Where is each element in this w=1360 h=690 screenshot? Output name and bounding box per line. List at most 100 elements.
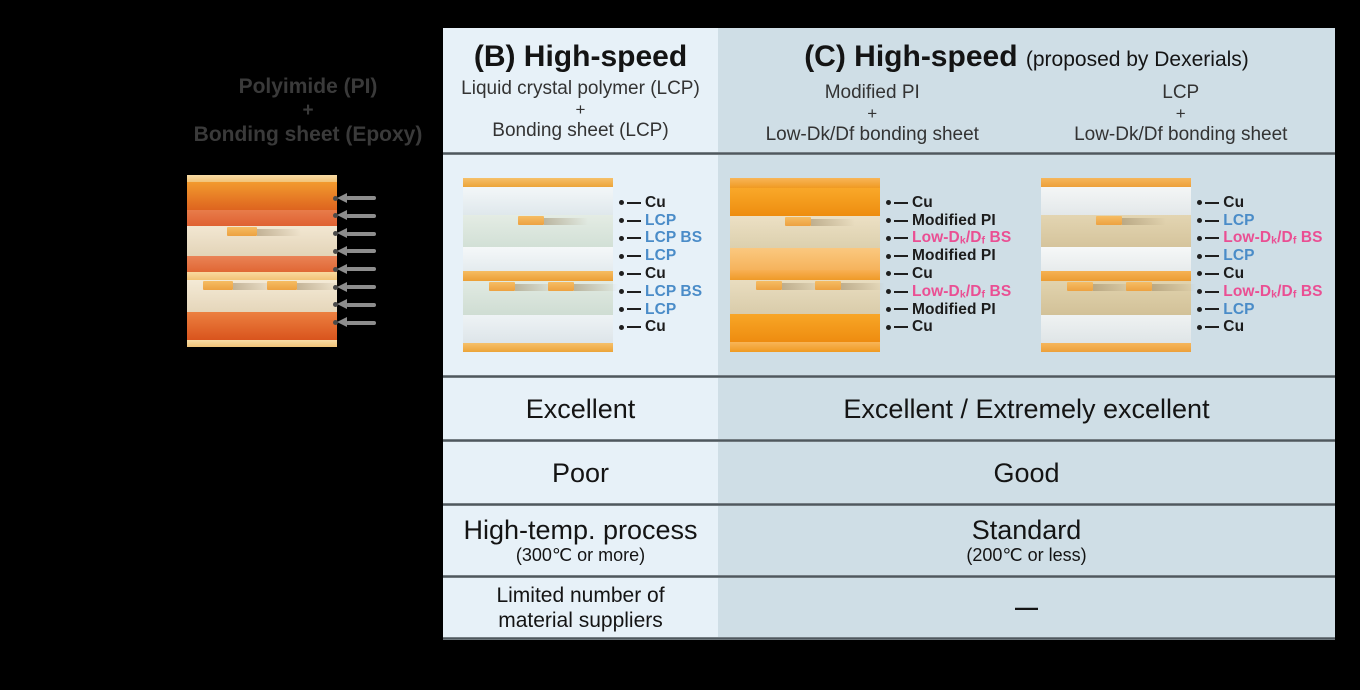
leader-dot-icon <box>886 218 891 223</box>
leader-dot-icon <box>333 195 338 201</box>
leader-dot-icon <box>886 200 891 206</box>
copper-trace <box>1096 216 1123 225</box>
trace-shadow <box>233 283 277 290</box>
material-layer <box>1041 271 1192 281</box>
row4-cell-c: — <box>718 578 1335 637</box>
copper-trace <box>548 282 574 291</box>
leader-dot-icon <box>619 271 624 277</box>
layer-pointer-arrow-icon <box>333 299 376 310</box>
trace-shadow <box>811 219 855 226</box>
layer-label: Cu <box>645 264 666 282</box>
leader-dot-icon <box>619 324 624 330</box>
trace-shadow <box>297 283 341 290</box>
leader-line <box>627 290 641 293</box>
header-cell-c: (C) High-speed (proposed by Dexerials) M… <box>718 28 1335 152</box>
layer-label-row: LCP <box>1197 212 1322 230</box>
leader-line <box>627 272 641 275</box>
header-c-title: (C) High-speed (proposed by Dexerials) <box>804 37 1249 80</box>
column-a-title: Polyimide (PI) + Bonding sheet (Epoxy) <box>148 74 468 148</box>
row2-value-b: Poor <box>551 457 610 488</box>
layer-label-row: Cu <box>619 318 702 336</box>
material-layer <box>1041 247 1192 271</box>
layer-label-row: LCP <box>619 301 702 319</box>
layer-pointer-arrow-icon <box>333 263 376 274</box>
material-layer <box>463 215 613 247</box>
leader-dot-icon <box>886 324 891 330</box>
arrowhead-icon <box>337 299 347 310</box>
leader-dot-icon <box>1197 289 1203 295</box>
leader-dot-icon <box>619 289 624 295</box>
row3-cell-c: Standard (200℃ or less) <box>718 506 1335 575</box>
leader-dot-icon <box>333 231 338 237</box>
material-layer <box>1041 178 1192 187</box>
layer-label-row: LCP BS <box>619 283 702 301</box>
layer-label-row: Cu <box>886 194 1011 212</box>
layer-stack-c2 <box>1041 178 1197 352</box>
leader-dot-icon <box>619 253 624 259</box>
material-layer <box>730 314 880 342</box>
material-layer <box>463 315 613 343</box>
header-b-title: (B) High-speed <box>473 40 688 73</box>
layer-label-row: LCP <box>1197 301 1322 319</box>
layer-label: Modified PI <box>912 211 996 229</box>
layer-label: LCP <box>1223 300 1255 318</box>
material-layer <box>187 182 337 210</box>
leader-dot-icon <box>886 289 891 295</box>
leader-dot-icon <box>886 253 891 259</box>
row4-value-c: — <box>1015 594 1038 620</box>
layer-label: LCP BS <box>645 229 703 247</box>
row1-value-b: Excellent <box>525 393 636 424</box>
layer-label: Cu <box>1223 264 1245 282</box>
column-a-title-line1: Polyimide (PI) <box>238 75 378 98</box>
subcol1-bonding: Low-Dk/Df bonding sheet <box>765 124 979 145</box>
material-layer <box>187 210 337 226</box>
leader-line <box>1205 201 1220 204</box>
material-layer <box>1041 315 1192 343</box>
row2-value-c: Good <box>993 457 1060 488</box>
arrowhead-icon <box>337 281 347 292</box>
layer-label: Cu <box>645 193 666 211</box>
header-c-subcol-1: Modified PI + Low-Dk/Df bonding sheet <box>718 81 1027 147</box>
layer-pointer-arrow-icon <box>333 245 376 256</box>
header-c-title-main: (C) High-speed <box>804 40 1018 73</box>
leader-line <box>627 255 641 258</box>
row4-value-b-line2: material suppliers <box>498 608 663 632</box>
layer-label-row: Low-Dk/Df BS <box>1197 229 1322 247</box>
leader-line <box>1205 272 1220 275</box>
leader-dot-icon <box>619 306 624 312</box>
layer-label: LCP BS <box>645 282 703 300</box>
layer-label: LCP <box>1223 211 1255 229</box>
layer-label: LCP <box>1223 247 1255 265</box>
row1-cell-c: Excellent / Extremely excellent <box>718 378 1335 439</box>
trace-shadow <box>574 284 618 291</box>
layer-label: Low-Dk/Df BS <box>1223 282 1323 301</box>
material-layer <box>730 342 880 352</box>
row-separator <box>443 152 1335 155</box>
copper-trace <box>489 282 515 291</box>
arrowhead-icon <box>337 210 347 221</box>
layer-stack-c1 <box>730 178 885 352</box>
layer-label-row: LCP BS <box>619 229 702 247</box>
layer-label: Cu <box>912 264 933 282</box>
layer-label: Cu <box>1223 318 1245 336</box>
material-layer <box>730 216 880 248</box>
layer-label: Cu <box>912 318 933 336</box>
row4-cell-b: Limited number of material suppliers <box>443 578 718 637</box>
layer-stack-a <box>187 175 341 347</box>
row-separator <box>443 575 1335 578</box>
leader-dot-icon <box>619 235 624 241</box>
leader-line <box>627 219 641 222</box>
comparison-table: (B) High-speed Liquid crystal polymer (L… <box>443 28 1335 640</box>
copper-trace <box>1067 282 1094 291</box>
layer-pointer-arrow-icon <box>333 192 376 203</box>
material-layer <box>463 247 613 271</box>
leader-dot-icon <box>886 306 891 312</box>
material-layer <box>187 312 337 340</box>
layer-label-row: Cu <box>886 265 1011 283</box>
row3-value-c: Standard <box>971 515 1082 545</box>
layer-pointer-arrow-icon <box>333 281 376 292</box>
leader-dot-icon <box>333 213 338 219</box>
layer-label-row: Low-Dk/Df BS <box>886 283 1011 301</box>
